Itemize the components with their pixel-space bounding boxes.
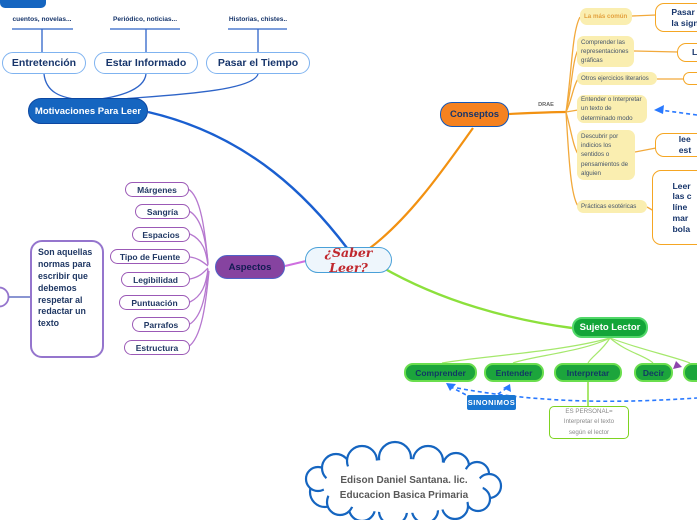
dashed-arrowhead-left: [654, 105, 664, 114]
meaning-representaciones[interactable]: Comprender las representaciones gráficas: [577, 36, 634, 67]
item-estructura[interactable]: Estructura: [124, 340, 190, 355]
label-sinonimos[interactable]: SINONIMOS: [467, 395, 516, 410]
aspectos-description[interactable]: Son aquellas normas para escribir que de…: [30, 240, 104, 358]
note-es-personal[interactable]: ES PERSONAL= Interpretar el texto según …: [549, 406, 629, 439]
meaning-entender-interpretar[interactable]: Entender o Interpretar un texto de deter…: [577, 95, 647, 123]
meaning-la-mas-comun[interactable]: La más común: [580, 8, 632, 25]
dashed-arrowhead-entender: [503, 384, 511, 392]
meaning-practicas[interactable]: Prácticas esotéricas: [577, 200, 647, 213]
center-to-sujeto-line: [379, 264, 573, 330]
author-name: Edison Daniel Santana. lic.: [340, 474, 468, 486]
item-puntuacion[interactable]: Puntuación: [119, 295, 190, 310]
item-legibilidad[interactable]: Legibilidad: [121, 272, 190, 287]
example-leer-las[interactable]: Leer las c líne mar bola: [652, 170, 697, 245]
motivaciones-to-center-line: [147, 110, 348, 249]
edge-label-drae: DRAE: [538, 101, 554, 108]
item-sangria[interactable]: Sangría: [135, 204, 190, 219]
purple-arrowhead: [673, 361, 682, 369]
node-estar-informado[interactable]: Estar Informado: [94, 52, 198, 74]
note-pasar-tiempo[interactable]: Historias, chistes..: [228, 16, 288, 23]
item-tipo-de-fuente[interactable]: Tipo de Fuente: [110, 249, 190, 264]
node-motivaciones[interactable]: Motivaciones Para Leer: [28, 98, 148, 124]
node-pasar-el-tiempo[interactable]: Pasar el Tiempo: [206, 52, 310, 74]
item-espacios[interactable]: Espacios: [132, 227, 190, 242]
node-interpretar[interactable]: Interpretar: [554, 363, 622, 382]
node-entender[interactable]: Entender: [484, 363, 544, 382]
node-saber-leer[interactable]: ¿Saber Leer?: [305, 245, 392, 275]
example-pasar[interactable]: Pasar la sign: [655, 3, 697, 32]
example-le[interactable]: Le: [677, 43, 697, 62]
example-cut[interactable]: [683, 72, 697, 85]
aspectos-to-center-line: [284, 260, 307, 267]
note-entretencion[interactable]: cuentos, novelas...: [12, 16, 72, 23]
node-conseptos[interactable]: Conseptos: [440, 102, 509, 127]
node-comprender[interactable]: Comprender: [404, 363, 477, 382]
aspectos-fan-lines: [187, 188, 210, 348]
note-estar-informado[interactable]: Periódico, noticias...: [112, 16, 178, 23]
example-lee-est[interactable]: lee est: [655, 133, 697, 157]
node-cut-child[interactable]: [683, 363, 697, 382]
item-margenes[interactable]: Márgenes: [125, 182, 189, 197]
author-title: Educacion Basica Primaria: [339, 489, 469, 501]
meaning-descubrir[interactable]: Descubrir por indicios los sentidos o pe…: [577, 130, 635, 180]
dashed-arrowhead-comprender: [446, 383, 456, 391]
node-decir[interactable]: Decir: [634, 363, 673, 382]
meaning-otros-ejercicios[interactable]: Otros ejercicios literarios: [577, 72, 657, 85]
node-sujeto-lector[interactable]: Sujeto Lector: [572, 317, 648, 338]
top-left-cut-node[interactable]: [0, 0, 46, 8]
conseptos-main-lines: [369, 110, 567, 249]
node-aspectos[interactable]: Aspectos: [215, 255, 285, 279]
cloud-fill: [323, 459, 483, 513]
left-cut-node: [0, 286, 10, 308]
sujeto-fan-lines: [441, 337, 691, 364]
item-parrafos[interactable]: Parrafos: [132, 317, 190, 332]
node-entretencion[interactable]: Entretención: [2, 52, 86, 74]
